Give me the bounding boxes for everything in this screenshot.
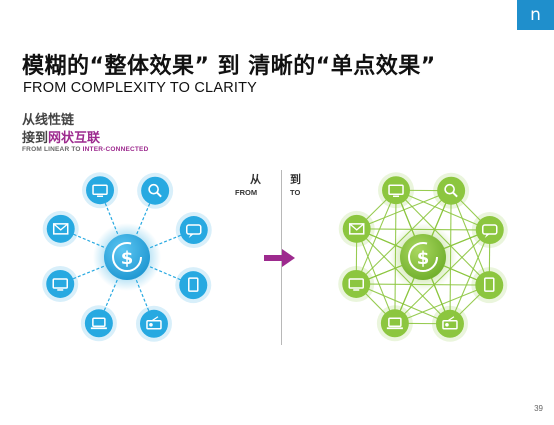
section-heading-line1: 从线性链 (22, 113, 75, 128)
from-label-cn: 从 (250, 173, 261, 186)
monitor-icon (338, 265, 375, 302)
dollar-cycle-icon: $ (112, 242, 142, 272)
connection-line (356, 190, 452, 230)
laptop-icon (376, 305, 413, 342)
brand-logo: n (517, 0, 554, 30)
email-icon (42, 210, 79, 247)
heading-en-highlight: INTER-CONNECTED (82, 146, 149, 153)
tv-icon (82, 172, 119, 209)
tablet-icon (471, 267, 508, 304)
laptop-icon (80, 305, 117, 342)
heading-en-prefix: FROM LINEAR TO (22, 146, 83, 153)
radio-icon (431, 305, 468, 342)
hub-spoke-diagram: $ (42, 172, 212, 342)
section-heading-en: FROM LINEAR TO INTER-CONNECTED (22, 146, 149, 153)
connection-line (394, 284, 490, 324)
heading-prefix: 接到 (22, 131, 49, 146)
magnifier-icon (433, 172, 470, 209)
section-heading-line2: 接到网状互联 (22, 127, 100, 146)
hub-node (104, 234, 150, 280)
to-label-cn: 到 (290, 173, 301, 186)
email-icon (338, 210, 375, 247)
connection-line (356, 228, 396, 324)
chat-icon (471, 212, 508, 249)
interconnected-diagram: $ (338, 172, 508, 342)
page-subtitle: FROM COMPLEXITY TO CLARITY (23, 80, 258, 96)
svg-text:$: $ (121, 248, 134, 269)
svg-text:$: $ (417, 248, 430, 269)
page-title: 模糊的“整体效果” 到 清晰的“单点效果” (22, 54, 436, 79)
tv-icon (378, 172, 415, 209)
dollar-cycle-icon: $ (408, 242, 438, 272)
to-label-en: TO (290, 188, 301, 197)
hub-node (400, 234, 446, 280)
from-label-en: FROM (235, 188, 258, 197)
tablet-icon (175, 267, 212, 304)
magnifier-icon (137, 172, 174, 209)
chat-icon (175, 212, 212, 249)
page-number: 39 (534, 404, 543, 413)
monitor-icon (42, 265, 79, 302)
transition-arrow-icon (264, 249, 295, 267)
radio-icon (135, 305, 172, 342)
heading-highlight: 网状互联 (48, 131, 101, 146)
connection-line (356, 283, 451, 325)
